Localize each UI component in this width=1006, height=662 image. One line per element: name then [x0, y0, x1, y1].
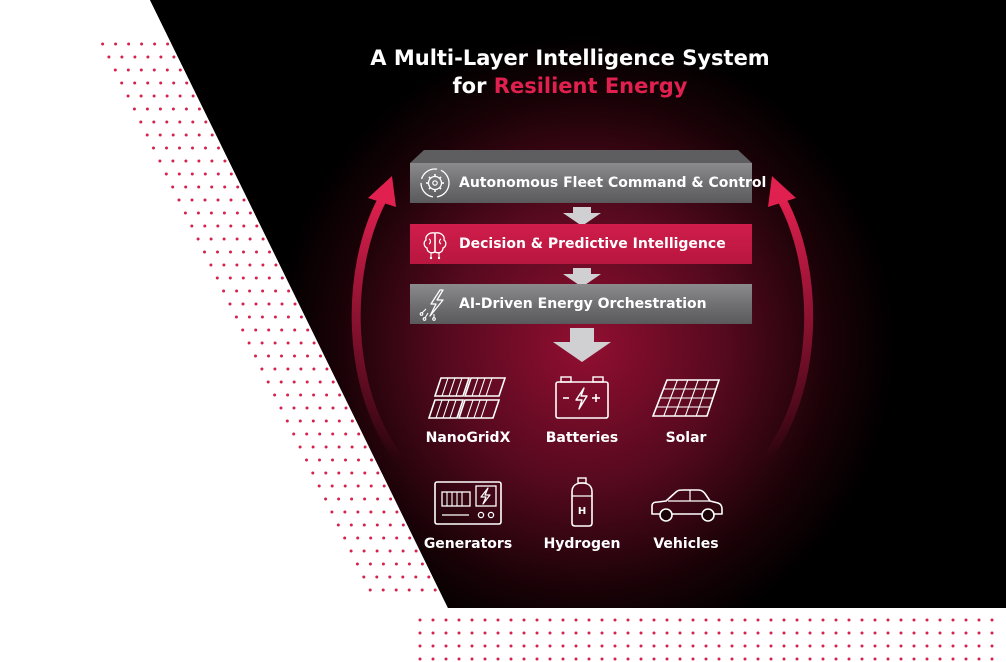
- resource-batteries: Batteries: [527, 374, 637, 446]
- lightning-circuit-icon: [419, 289, 444, 321]
- layer-label: Decision & Predictive Intelligence: [459, 236, 726, 252]
- right-cycle-arrow: [760, 176, 814, 465]
- resource-label: Generators: [423, 536, 513, 552]
- down-arrow-3: [553, 328, 611, 362]
- resource-solar: Solar: [631, 374, 741, 446]
- generator-icon: [434, 481, 502, 525]
- dot-pattern-diagonal: [101, 42, 437, 592]
- hydrogen-tank-icon: H: [571, 477, 593, 527]
- svg-text:H: H: [578, 506, 586, 517]
- resource-label: Solar: [665, 430, 707, 446]
- page-title-line-1: A Multi-Layer Intelligence System: [370, 46, 770, 70]
- solar-panels-icon: [427, 377, 507, 419]
- brain-icon: [423, 232, 447, 260]
- down-arrow-2: [563, 268, 601, 287]
- resource-hydrogen: H Hydrogen: [527, 476, 637, 552]
- down-arrow-1: [563, 207, 601, 226]
- left-cycle-arrow: [351, 176, 405, 465]
- layer-energy-orchestration: AI-Driven Energy Orchestration: [410, 284, 752, 324]
- resource-nanogridx: NanoGridX: [413, 374, 523, 446]
- layer-stack-top-edge: [410, 150, 752, 163]
- layer-label: Autonomous Fleet Command & Control: [459, 175, 767, 191]
- resource-vehicles: Vehicles: [631, 484, 741, 552]
- resource-label: Vehicles: [653, 536, 719, 552]
- resource-label: NanoGridX: [425, 430, 511, 446]
- dot-pattern-bottom: [418, 618, 994, 661]
- solar-panel-icon: [651, 379, 721, 417]
- resource-generators: Generators: [413, 478, 523, 552]
- title-prefix: for: [452, 74, 487, 98]
- layer-fleet-command: Autonomous Fleet Command & Control: [410, 163, 766, 203]
- title-accent: Resilient Energy: [493, 74, 688, 98]
- battery-icon: [555, 376, 609, 419]
- resource-label: Hydrogen: [543, 536, 621, 552]
- gear-cycle-icon: [420, 168, 450, 198]
- layer-label: AI-Driven Energy Orchestration: [459, 296, 707, 312]
- resource-label: Batteries: [545, 430, 619, 446]
- layer-decision-intelligence: Decision & Predictive Intelligence: [410, 224, 752, 264]
- car-icon: [651, 489, 723, 522]
- page-title-line-2: for Resilient Energy: [280, 72, 860, 100]
